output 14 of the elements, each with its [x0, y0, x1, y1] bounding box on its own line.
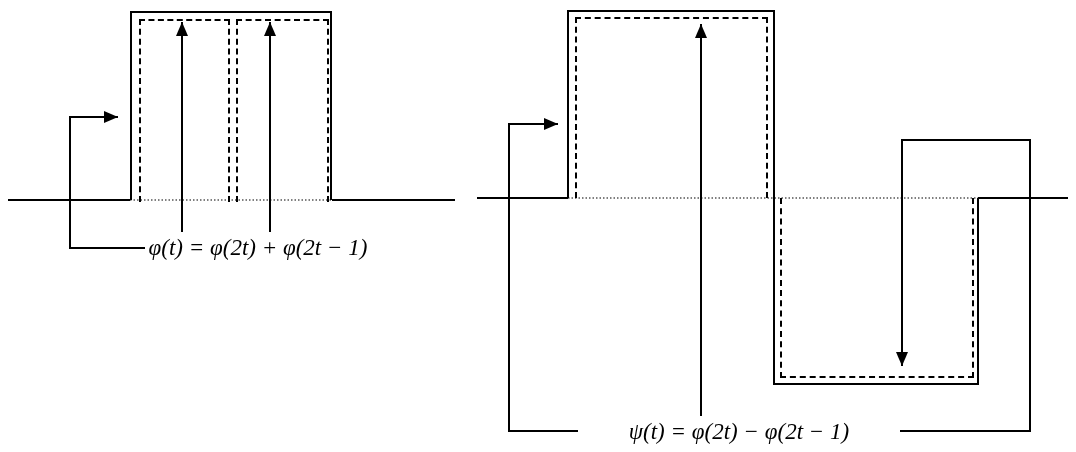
arrow: [695, 23, 707, 417]
dashed-pulse-outline: [139, 19, 230, 202]
wavelet-outline: [568, 11, 978, 384]
formula: ψ(t) = φ(2t) − φ(2t − 1): [578, 416, 900, 448]
arrow: [176, 21, 188, 233]
arrow: [508, 118, 579, 432]
formula: φ(t) = φ(2t) + φ(2t − 1): [145, 232, 371, 264]
dashed-pulse-outline: [780, 198, 974, 378]
arrow: [896, 139, 1031, 432]
arrow: [264, 21, 276, 233]
pulse-outline: [130, 11, 332, 200]
dashed-pulse-outline: [575, 17, 768, 198]
dashed-pulse-outline: [236, 19, 329, 202]
arrow: [69, 111, 146, 249]
